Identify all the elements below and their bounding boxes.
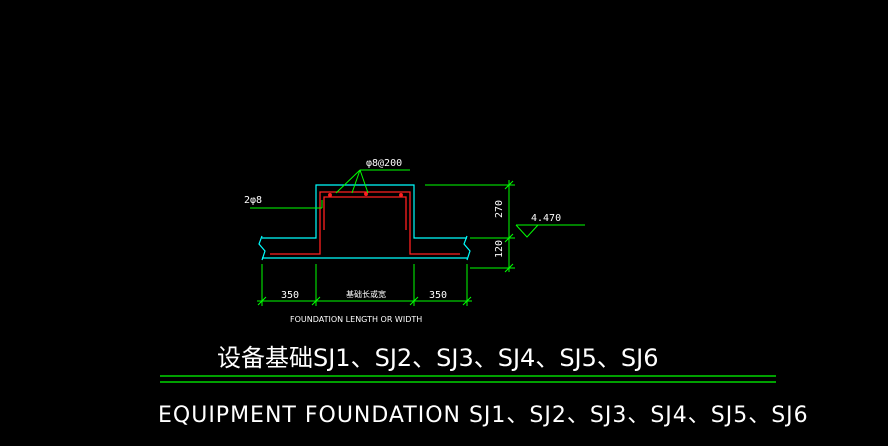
height-dimension bbox=[425, 180, 515, 273]
center-width-label: 基础长或宽 bbox=[346, 289, 386, 299]
rebar-spacing-label: φ8@200 bbox=[366, 158, 402, 169]
upper-height-label: 270 bbox=[494, 200, 505, 218]
lower-height-label: 120 bbox=[494, 240, 505, 258]
top-bars-label: 2φ8 bbox=[244, 195, 262, 206]
leader-lines bbox=[250, 169, 410, 209]
english-title: EQUIPMENT FOUNDATION SJ1、SJ2、SJ3、SJ4、SJ5… bbox=[158, 403, 809, 428]
title-underline bbox=[160, 375, 776, 383]
concrete-outline bbox=[258, 184, 471, 261]
right-width-label: 350 bbox=[429, 290, 447, 301]
elevation-label: 4.470 bbox=[531, 213, 561, 224]
elevation-marker bbox=[515, 224, 585, 238]
left-width-label: 350 bbox=[281, 290, 299, 301]
rebar-cage bbox=[270, 191, 460, 255]
chinese-title: 设备基础SJ1、SJ2、SJ3、SJ4、SJ5、SJ6 bbox=[217, 344, 659, 372]
width-dimension bbox=[257, 264, 472, 306]
foundation-caption: FOUNDATION LENGTH OR WIDTH bbox=[290, 315, 422, 324]
